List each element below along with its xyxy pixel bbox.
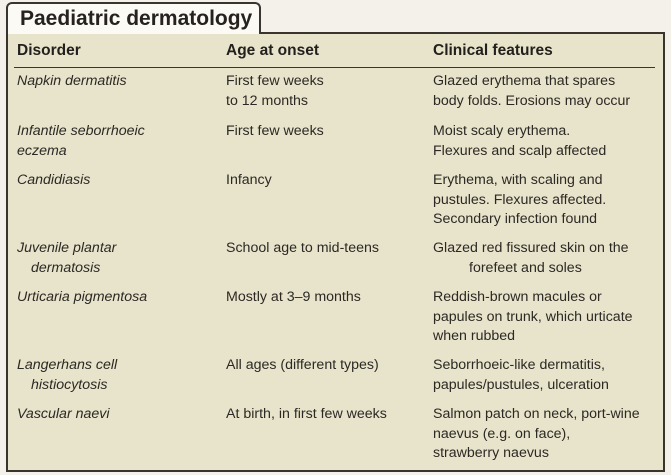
age-cell: First few weeks to 12 months: [226, 73, 324, 109]
header-divider: [14, 67, 655, 68]
features-cell: Salmon patch on neck, port-wine naevus (…: [433, 406, 640, 461]
table-title: Paediatric dermatology: [20, 7, 253, 30]
table-title-tab: Paediatric dermatology: [6, 2, 261, 34]
age-cell: All ages (different types): [226, 357, 379, 373]
features-cell: Glazed erythema that spares body folds. …: [433, 73, 631, 109]
features-cell: Glazed red fissured skin on the forefeet…: [433, 240, 629, 276]
age-cell: Mostly at 3–9 months: [226, 289, 361, 305]
disorder-cell: Vascular naevi: [17, 406, 110, 422]
disorder-cell: Napkin dermatitis: [17, 73, 127, 89]
header-clinical-features: Clinical features: [433, 42, 553, 59]
disorder-cell: Infantile seborrhoeic eczema: [17, 123, 145, 159]
disorder-cell: Langerhans cell histiocytosis: [17, 357, 118, 393]
dermatology-table: Disorder Age at onset Clinical features …: [6, 32, 665, 472]
age-cell: At birth, in first few weeks: [226, 406, 387, 422]
header-disorder: Disorder: [17, 42, 81, 59]
disorder-cell: Juvenile plantar dermatosis: [17, 240, 117, 276]
disorder-cell: Urticaria pigmentosa: [17, 289, 148, 305]
age-cell: First few weeks: [226, 123, 324, 139]
features-cell: Reddish-brown macules or papules on trun…: [433, 289, 633, 344]
age-cell: School age to mid-teens: [226, 240, 380, 256]
features-cell: Erythema, with scaling and pustules. Fle…: [433, 172, 607, 227]
features-cell: Moist scaly erythema. Flexures and scalp…: [433, 123, 607, 159]
features-cell: Seborrhoeic-like dermatitis, papules/pus…: [433, 357, 609, 393]
header-age-at-onset: Age at onset: [226, 42, 320, 59]
disorder-cell: Candidiasis: [17, 172, 91, 188]
table-header-row: Disorder Age at onset Clinical features: [8, 34, 663, 66]
age-cell: Infancy: [226, 172, 272, 188]
